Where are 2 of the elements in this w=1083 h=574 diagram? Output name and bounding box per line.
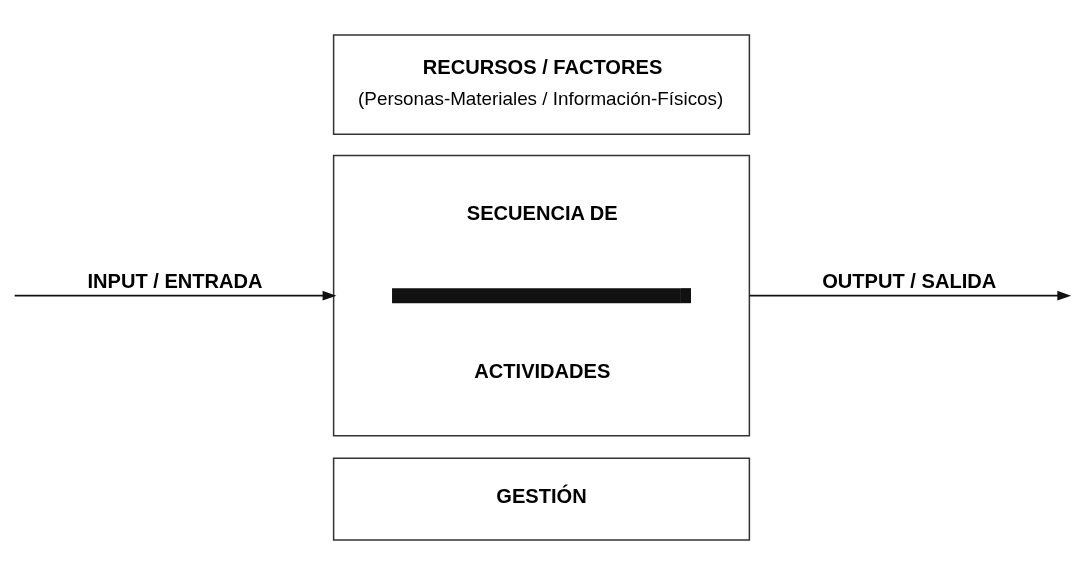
edge-label: OUTPUT / SALIDA	[822, 269, 997, 292]
edge-label: INPUT / ENTRADA	[87, 269, 263, 292]
